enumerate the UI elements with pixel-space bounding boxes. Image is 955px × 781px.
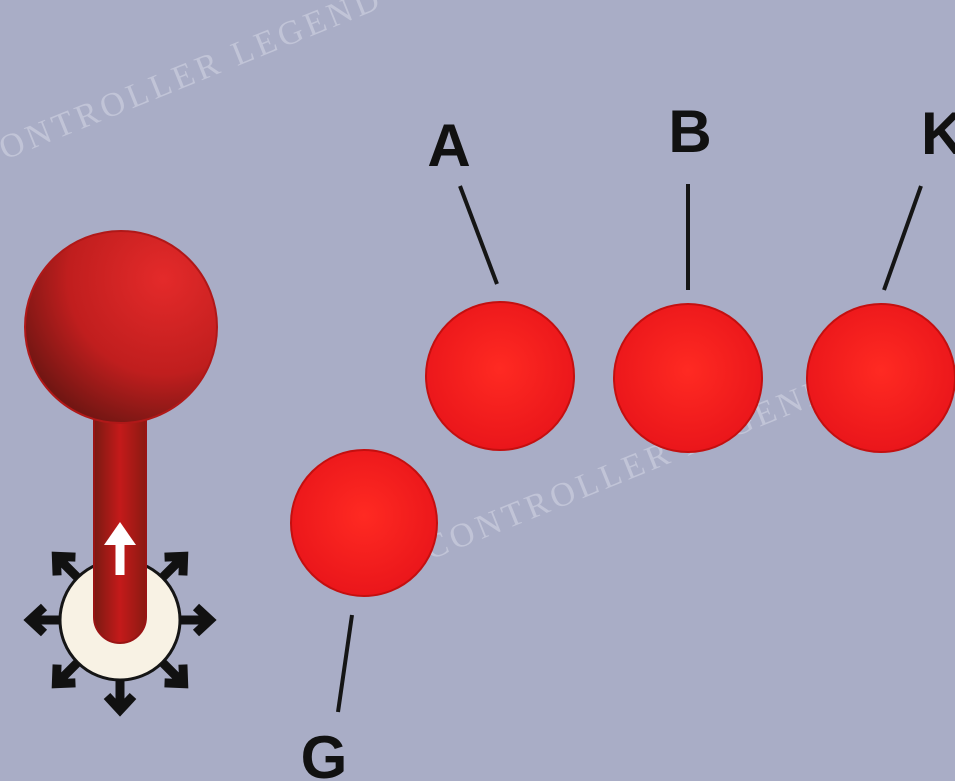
label-k: K bbox=[921, 100, 955, 167]
button-k bbox=[807, 304, 955, 452]
leader-line-g bbox=[338, 615, 352, 712]
arrow-down-icon bbox=[107, 680, 133, 710]
joystick-shaft bbox=[94, 395, 146, 643]
label-b: B bbox=[668, 98, 711, 165]
leader-line-a bbox=[460, 186, 497, 284]
arrow-right-icon bbox=[180, 607, 210, 633]
buttons bbox=[291, 302, 955, 596]
button-a bbox=[426, 302, 574, 450]
leader-line-k bbox=[884, 186, 921, 290]
button-b bbox=[614, 304, 762, 452]
label-g: G bbox=[301, 724, 348, 781]
joystick bbox=[25, 231, 217, 710]
label-a: A bbox=[427, 112, 470, 179]
arrow-left-icon bbox=[30, 607, 60, 633]
joystick-ball bbox=[25, 231, 217, 423]
watermark-text: CONTROLLER LEGEND bbox=[0, 0, 388, 177]
button-g bbox=[291, 450, 437, 596]
